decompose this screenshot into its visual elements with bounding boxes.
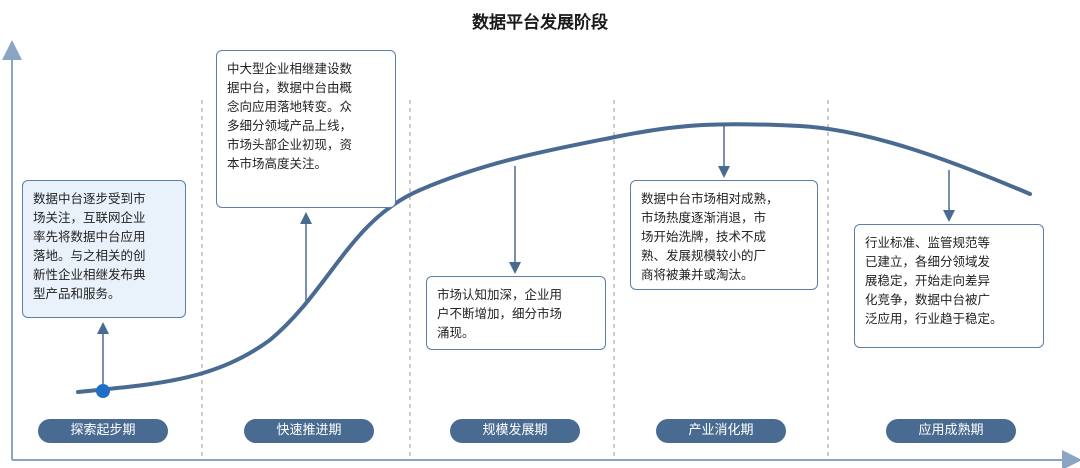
stage-label-pill: 探索起步期 [38,419,168,443]
stage-description-box: 数据中台逐步受到市 场关注，互联网企业 率先将数据中台应用 落地。与之相关的创 … [22,180,186,318]
stage-label-pill: 规模发展期 [450,419,580,443]
stage-description-box: 数据中台市场相对成熟， 市场热度逐渐消退，市 场开始洗牌，技术不成 熟、发展规模… [630,180,818,290]
stage-label-pill: 快速推进期 [244,419,374,443]
stage-description-box: 中大型企业相继建设数 据中台，数据中台由概 念向应用落地转变。众 多细分领域产品… [216,50,396,208]
start-point [96,384,110,398]
stage-description-box: 行业标准、监管规范等 已建立，各细分领域发 展稳定，开始走向差异 化竞争，数据中… [854,224,1044,348]
stage-label-pill: 产业消化期 [656,419,786,443]
diagram-title: 数据平台发展阶段 [472,13,608,33]
stage-label-pill: 应用成熟期 [886,419,1016,443]
development-curve [76,122,1032,394]
stage-description-box: 市场认知加深，企业用 户不断增加，细分市场 涌现。 [426,276,606,350]
